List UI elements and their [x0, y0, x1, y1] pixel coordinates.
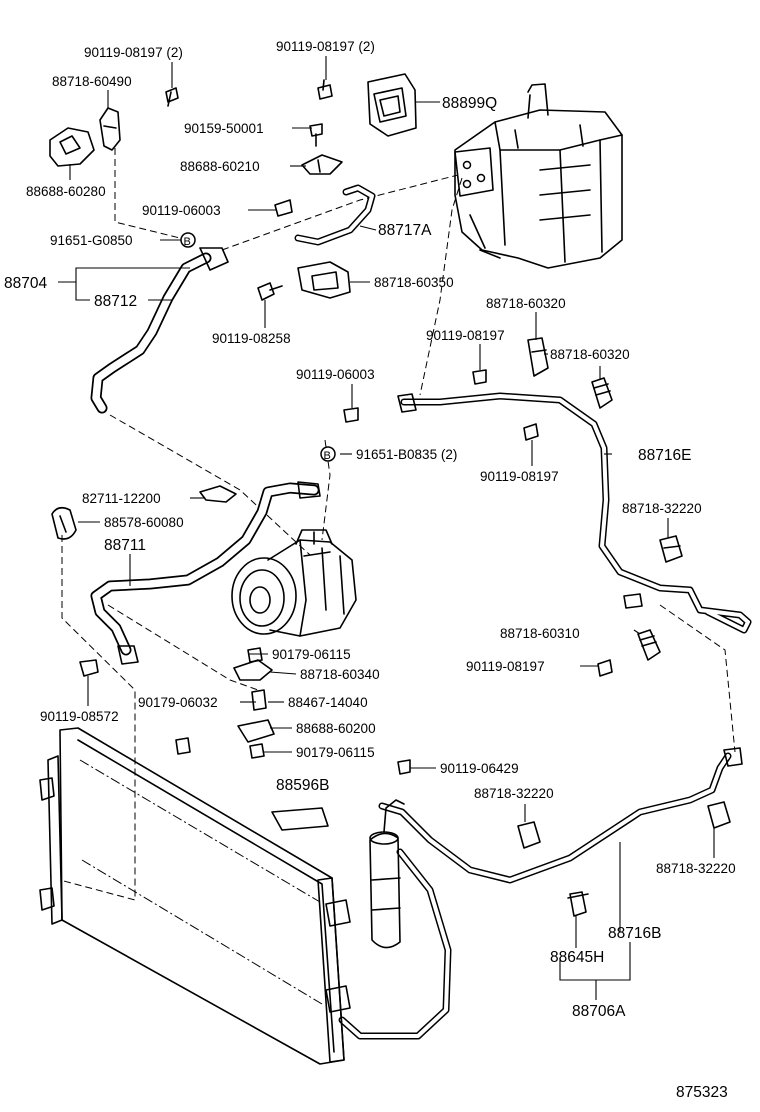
label-88717a: 88717A	[378, 222, 432, 239]
label-88645h: 88645H	[550, 949, 604, 966]
label-88688-60210: 88688-60210	[180, 159, 260, 174]
label-88718-32220-c: 88718-32220	[656, 861, 736, 876]
label-90179-06115-b: 90179-06115	[296, 745, 375, 760]
small-fasteners	[49, 79, 731, 917]
evaporator-unit	[454, 83, 623, 269]
label-88718-60320-b: 88718-60320	[550, 347, 630, 362]
label-88718-60310: 88718-60310	[500, 626, 580, 641]
label-90159-50001: 90159-50001	[184, 121, 264, 136]
leader-lines	[58, 56, 715, 1000]
label-88596b: 88596B	[276, 777, 329, 794]
label-88706a: 88706A	[572, 1003, 626, 1020]
label-88688-60200: 88688-60200	[296, 721, 376, 736]
label-88467-14040: 88467-14040	[288, 695, 368, 710]
marker-b-lower-text: B	[324, 450, 331, 462]
compressor	[231, 529, 357, 637]
label-88718-60320-a: 88718-60320	[486, 296, 566, 311]
label-88718-60340: 88718-60340	[300, 667, 380, 682]
marker-b-upper-text: B	[184, 236, 191, 248]
label-88688-60280: 88688-60280	[26, 184, 106, 199]
label-88718-60490: 88718-60490	[52, 74, 132, 89]
label-91651-b0835: 91651-B0835 (2)	[356, 447, 457, 462]
label-90119-08197-b: 90119-08197	[480, 469, 559, 484]
label-90119-08197-2b: 90119-08197 (2)	[276, 39, 375, 54]
label-88716b: 88716B	[608, 925, 661, 942]
figure-number: 875323	[676, 1084, 728, 1101]
receiver-drier	[369, 799, 405, 949]
label-91651-g0850: 91651-G0850	[50, 233, 133, 248]
part-labels: 90119-08197 (2) 90119-08197 (2) 88718-60…	[4, 39, 736, 1101]
seal-marker-b-lower: B	[320, 446, 336, 462]
seal-marker-b-upper: B	[180, 232, 196, 248]
label-90179-06032: 90179-06032	[138, 695, 218, 710]
label-90119-08197-a: 90119-08197	[426, 328, 505, 343]
label-90119-08258: 90119-08258	[212, 331, 291, 346]
label-82711-12200: 82711-12200	[82, 491, 161, 506]
label-88716e: 88716E	[638, 447, 691, 464]
label-90119-06003-lower: 90119-06003	[296, 367, 375, 382]
condenser	[39, 727, 351, 1065]
label-90119-08197-2a: 90119-08197 (2)	[84, 45, 183, 60]
label-88578-60080: 88578-60080	[104, 515, 184, 530]
label-88711: 88711	[104, 537, 146, 554]
gasket-88899q	[367, 73, 440, 137]
label-90119-06429: 90119-06429	[440, 761, 519, 776]
label-88718-60350: 88718-60350	[374, 275, 454, 290]
label-88718-32220-b: 88718-32220	[474, 786, 554, 801]
label-90119-08197-c: 90119-08197	[466, 659, 545, 674]
label-90179-06115-a: 90179-06115	[272, 647, 351, 662]
label-88718-32220-a: 88718-32220	[622, 501, 702, 516]
label-88712: 88712	[94, 293, 137, 310]
label-88704: 88704	[4, 275, 47, 292]
label-88899q: 88899Q	[442, 95, 497, 112]
hoses-and-pipes	[90, 184, 752, 1040]
label-90119-06003-upper: 90119-06003	[142, 203, 221, 218]
label-90119-08572: 90119-08572	[40, 709, 119, 724]
